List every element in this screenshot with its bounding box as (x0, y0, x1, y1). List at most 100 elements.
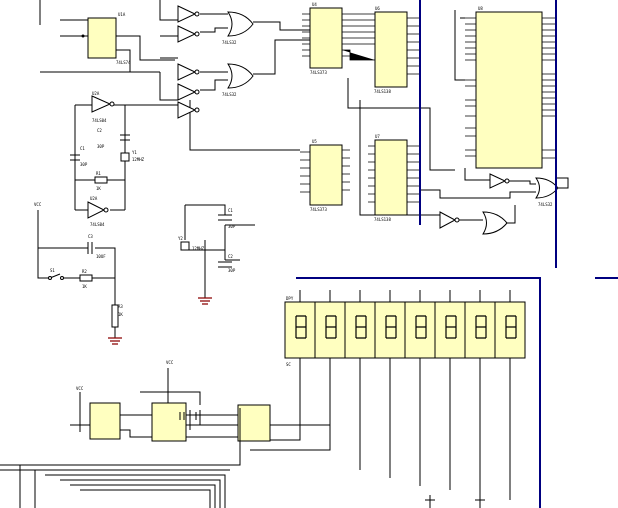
resistor-value: 1K (96, 186, 101, 191)
resistor-label: R2 (82, 269, 87, 274)
oscillator-section: U2A 74LS04 U2A 74LS04 R1 1K C1 30P C2 30… (70, 91, 178, 227)
chip-part: 74LS138 (374, 89, 391, 94)
capacitor-label: C3 (88, 234, 93, 239)
seven-segment-display (284, 301, 316, 359)
resistor-label: R3 (118, 304, 123, 309)
inverter-gate (177, 101, 197, 119)
inverter-bubble (194, 31, 200, 37)
flip-flop-label: U1A (118, 12, 126, 17)
inverter-bubble (454, 217, 460, 223)
buffer-part: 74LS04 (92, 118, 107, 123)
junction (81, 34, 85, 38)
chip-label: U4 (312, 2, 317, 7)
capacitor-c3 (87, 242, 93, 254)
or-gate (227, 11, 254, 37)
capacitor-label: C1 (228, 208, 233, 213)
capacitor-label: C2 (228, 254, 233, 259)
or-gate (535, 177, 559, 199)
capacitor-c2 (120, 134, 130, 141)
ic-chip (89, 402, 121, 440)
seven-segment-display (314, 301, 346, 359)
inverter-bubble (194, 89, 200, 95)
display-common: SC (286, 362, 291, 367)
switch-contact (48, 276, 52, 280)
capacitor-value: 30P (228, 268, 236, 273)
reset-section: VCC C3 10UF S1 R2 1K R3 1K (34, 202, 123, 345)
chip-label: U7 (375, 134, 380, 139)
crystal-label: Y1 (132, 150, 137, 155)
seven-segment-row: DPY SC (250, 290, 526, 500)
crystal-y1 (120, 152, 130, 162)
buffer-gate (91, 95, 112, 113)
capacitor-c4 (218, 214, 232, 221)
crystal-value: 12MHZ (132, 157, 145, 162)
latch-chip-u4 (309, 7, 343, 69)
buffer-bubble (103, 207, 109, 213)
mcu-chip-u8 (475, 11, 543, 169)
crystal-y2 (180, 241, 190, 251)
mid-crystal-section: C1 30P C2 30P Y2 12MHZ (178, 204, 255, 305)
seven-segment-display (404, 301, 436, 359)
seven-segment-display (494, 301, 526, 359)
capacitor-c5 (218, 261, 232, 268)
vcc-label: VCC (76, 386, 84, 391)
capacitor-value: 30P (80, 162, 88, 167)
vcc-label: VCC (34, 202, 42, 207)
capacitor-c1 (70, 154, 80, 161)
crystal-label: Y2 (178, 236, 183, 241)
inverter-bubble (194, 11, 200, 17)
inverter-gate (439, 211, 457, 229)
chip-part: 74LS373 (310, 70, 327, 75)
resistor-value: 1K (118, 312, 123, 317)
resistor-r2 (79, 274, 93, 282)
buffer-part: 74LS04 (90, 222, 105, 227)
or-gate-label: 74LS32 (222, 92, 237, 97)
decoder-chip-u6 (374, 11, 408, 88)
inverter-gate (177, 25, 197, 43)
or-gate-label: 74LS32 (222, 40, 237, 45)
capacitor-value: 10UF (96, 254, 106, 259)
capacitor-value: 30P (97, 144, 105, 149)
bottom-section: VCC VCC (0, 360, 331, 508)
vcc-label: VCC (166, 360, 174, 365)
seven-segment-display (464, 301, 496, 359)
inverter-gate (177, 63, 197, 81)
inverter-gate (177, 83, 197, 101)
capacitor (195, 412, 201, 420)
decoder-chip-u7 (374, 139, 408, 216)
capacitor-value: 30P (228, 224, 236, 229)
flip-flop-section: U1A 74LS74 (39, 0, 175, 73)
capacitor (179, 412, 185, 420)
mcu-section: U8 74LS32 (360, 6, 569, 235)
flip-flop-chip (87, 17, 117, 59)
bottom-right-parts (425, 495, 485, 508)
buffer-gate (87, 201, 106, 219)
ground-symbol (198, 297, 212, 305)
buffer-bubble (109, 101, 115, 107)
buffer-label: U2A (90, 196, 98, 201)
chip-label: U6 (375, 6, 380, 11)
latch-decoder-section: U4 74LS373 U5 74LS373 U6 74LS138 U7 74LS… (290, 2, 455, 222)
switch-label: S1 (50, 268, 55, 273)
capacitor-label: C1 (80, 146, 85, 151)
switch-contact (60, 276, 64, 280)
or-gate (482, 211, 508, 235)
flip-flop-part: 74LS74 (116, 60, 131, 65)
ic-chip (237, 404, 271, 442)
buffer-label: U2A (92, 91, 100, 96)
crystal-value: 12MHZ (192, 246, 205, 251)
seven-segment-display (344, 301, 376, 359)
or-gate (227, 63, 254, 89)
chip-part: 74LS373 (310, 207, 327, 212)
capacitor-label: C2 (97, 128, 102, 133)
seven-segment-display (434, 301, 466, 359)
or-gate-label: 74LS32 (538, 202, 553, 207)
inverter-gate (489, 173, 507, 189)
inverter-bubble (504, 178, 510, 184)
display-label: DPY (286, 296, 294, 301)
inverter-gate (177, 5, 197, 23)
gate-section-top: 74LS32 74LS32 (159, 0, 310, 151)
resistor-label: R1 (96, 171, 101, 176)
chip-label: U8 (478, 6, 483, 11)
